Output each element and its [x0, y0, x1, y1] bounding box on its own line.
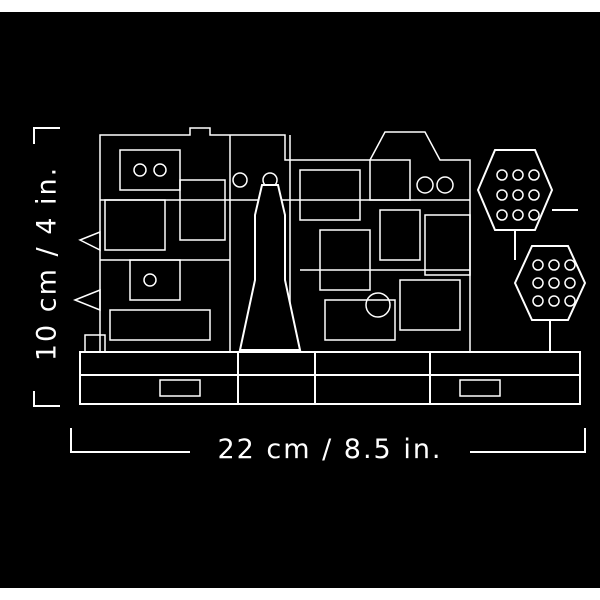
height-dimension-label: 10 cm / 4 in. [31, 165, 63, 362]
height-bracket [33, 127, 60, 407]
width-bracket [70, 428, 586, 453]
hexagon-panels [476, 149, 587, 352]
width-dimension-label: 22 cm / 8.5 in. [217, 434, 443, 465]
model-body [72, 127, 471, 353]
rocket-shape [238, 184, 302, 351]
model-base [79, 351, 581, 405]
